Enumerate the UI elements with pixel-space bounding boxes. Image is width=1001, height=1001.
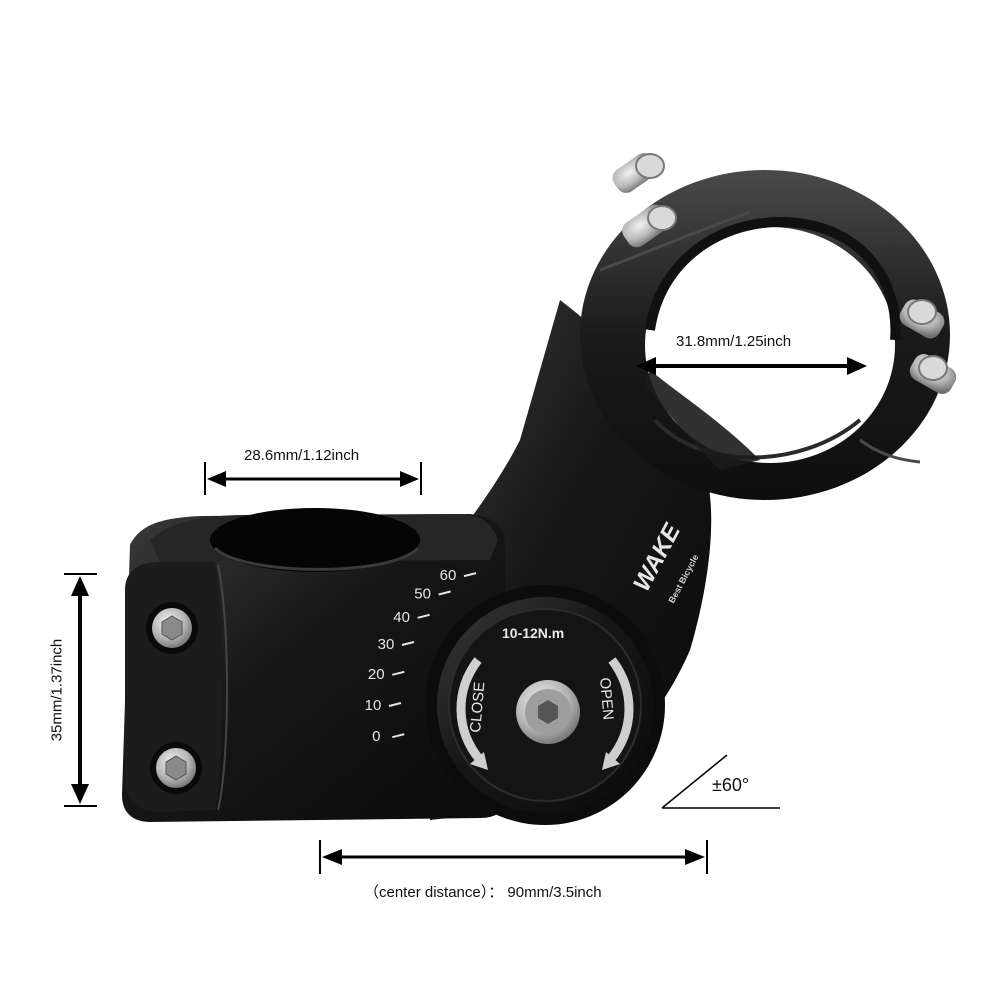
center-bolt (516, 680, 580, 744)
scale-mark-0: 0 (372, 728, 380, 745)
handlebar-bolt-1 (612, 153, 665, 193)
scale-mark-40: 40 (393, 609, 410, 626)
close-arrow-icon (456, 657, 484, 763)
handlebar-clamp-label: 31.8mm/1.25inch (676, 333, 792, 350)
faceplate-bolt-top (146, 602, 198, 654)
center-distance-label: （center distance）： 90mm/3.5inch (364, 884, 602, 901)
handlebar-clamp-hole (645, 227, 895, 463)
scale-mark-30: 30 (378, 636, 395, 653)
scale-mark-10: 10 (365, 697, 382, 714)
scale-tick-30 (401, 641, 415, 646)
scale-mark-50: 50 (414, 586, 431, 603)
scale-tick-50 (438, 590, 451, 596)
open-arrow-icon (606, 657, 634, 763)
steerer-hole (210, 508, 420, 572)
open-label: OPEN (596, 677, 617, 721)
scale-tick-60 (463, 572, 477, 578)
scale-tick-10 (388, 702, 402, 707)
handlebar-bolt-4 (909, 354, 957, 394)
stack-height-label: 35mm/1.37inch (48, 638, 66, 742)
close-label: CLOSE (467, 681, 488, 733)
scale-mark-20: 20 (368, 666, 385, 683)
dimension-lines (64, 357, 867, 874)
handlebar-bolt-3 (899, 299, 945, 339)
torque-label: 10-12N.m (502, 625, 564, 641)
steerer-clamp-label: 28.6mm/1.12inch (244, 447, 360, 464)
scale-tick-0 (392, 733, 405, 739)
scale-tick-20 (392, 670, 405, 676)
scale-mark-60: 60 (440, 567, 457, 584)
handlebar-bolt-2 (622, 204, 677, 248)
angle-indicator-diagonal (661, 754, 728, 809)
scale-tick-40 (417, 613, 430, 619)
faceplate-bolt-bottom (150, 742, 202, 794)
angle-label: ±60° (712, 775, 750, 795)
